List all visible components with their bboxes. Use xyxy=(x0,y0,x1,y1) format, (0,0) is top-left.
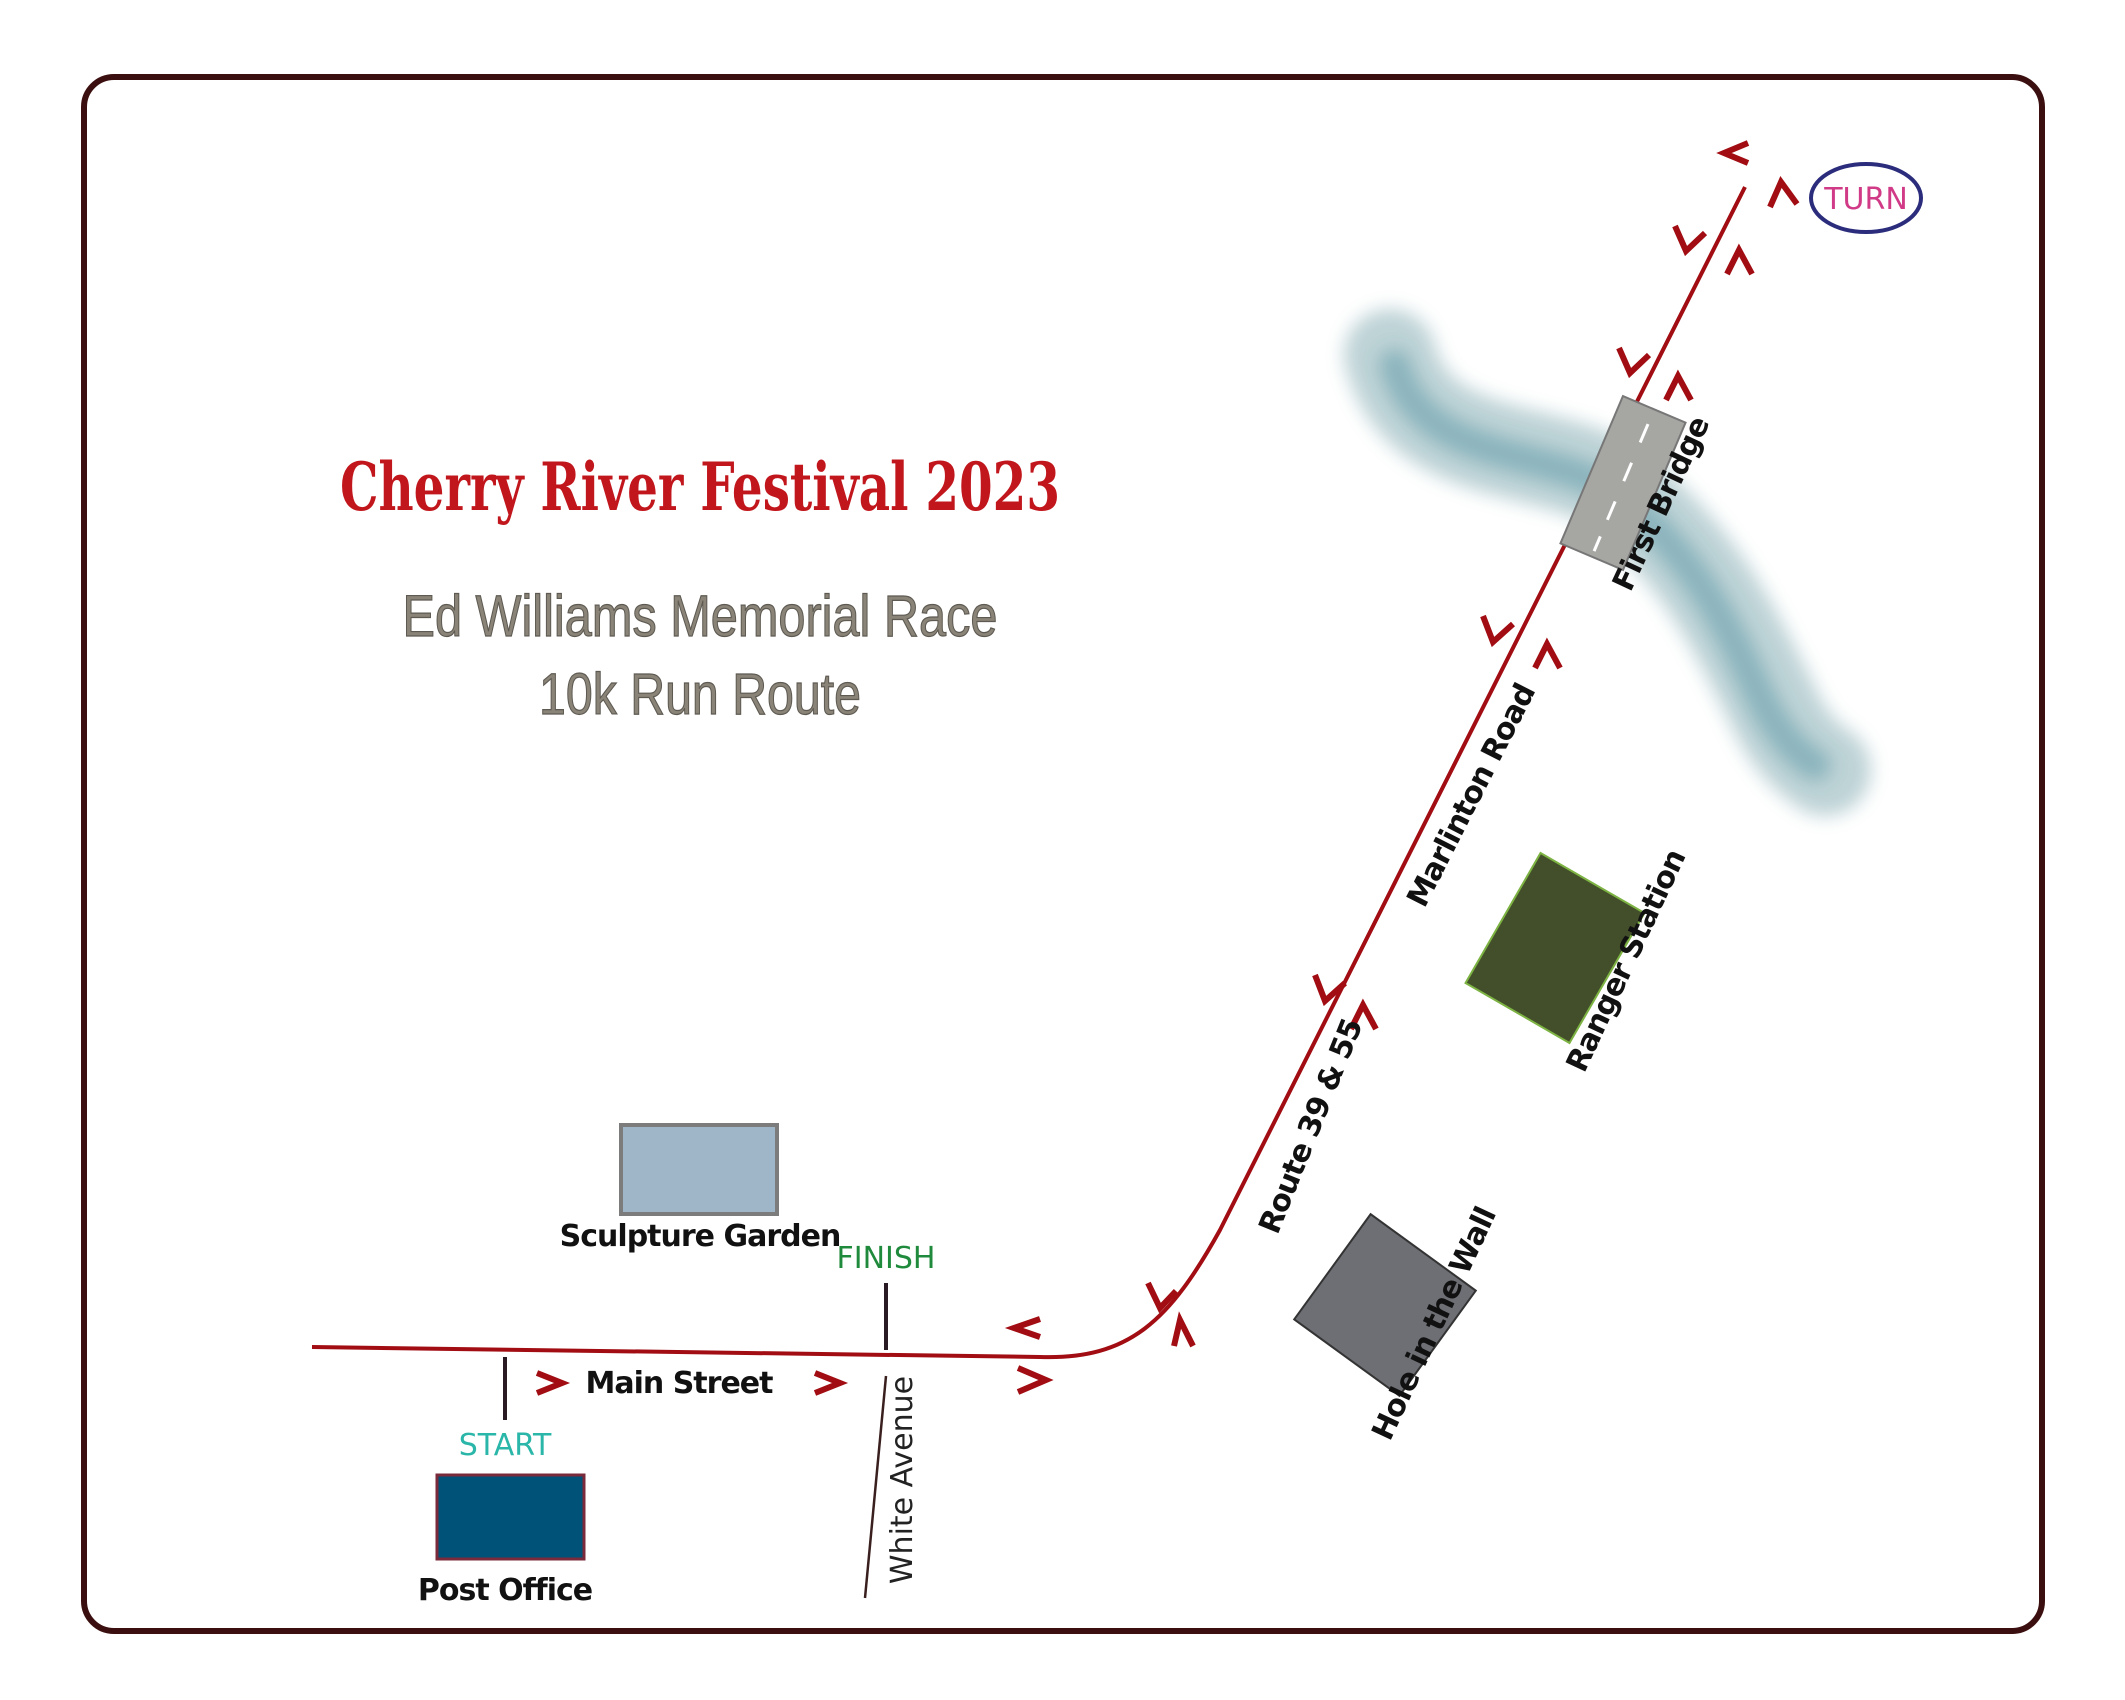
direction-arrow xyxy=(1171,1311,1196,1348)
direction-arrow xyxy=(1016,1365,1054,1395)
direction-arrow xyxy=(1672,224,1708,257)
direction-arrow xyxy=(1532,637,1563,670)
map-subtitle-line2: 10k Run Route xyxy=(539,662,861,727)
direction-arrow xyxy=(813,1370,849,1396)
bridge-lane-dash xyxy=(1638,423,1650,444)
direction-arrow xyxy=(1480,614,1516,648)
post-office-building xyxy=(435,1473,586,1561)
main-street-label: Main Street xyxy=(586,1366,774,1401)
first-bridge xyxy=(1559,394,1687,572)
map-frame xyxy=(81,74,2045,1634)
sculpture-garden-label: Sculpture Garden xyxy=(560,1219,841,1254)
direction-arrow xyxy=(1616,346,1652,379)
direction-arrow xyxy=(1004,1316,1041,1340)
ranger-station-building xyxy=(1464,851,1646,1045)
turn-badge xyxy=(1809,162,1923,234)
direction-arrow xyxy=(1312,973,1348,1007)
direction-arrow xyxy=(1145,1281,1179,1314)
white-avenue-line xyxy=(863,1375,888,1599)
post-office-label: Post Office xyxy=(418,1573,592,1608)
hole-in-the-wall-shape xyxy=(1292,1212,1478,1398)
direction-arrow xyxy=(1348,998,1379,1031)
river xyxy=(1344,309,1871,816)
river-inner xyxy=(1379,349,1831,781)
race-route-line xyxy=(311,186,1747,1360)
bridge-lane-dash xyxy=(1605,500,1617,521)
finish-marker: FINISH xyxy=(837,1241,936,1276)
bridge-lane-dash xyxy=(1592,535,1602,552)
start-marker: START xyxy=(459,1428,552,1463)
bridge-lane-dash xyxy=(1622,462,1633,482)
direction-arrow xyxy=(535,1370,571,1396)
map-subtitle-line1: Ed Williams Memorial Race xyxy=(403,584,998,649)
map-title: Cherry River Festival 2023 xyxy=(340,448,1060,526)
direction-arrow xyxy=(1767,176,1800,209)
direction-arrow xyxy=(1724,243,1755,276)
direction-arrows xyxy=(535,140,1800,1396)
turn-label: TURN xyxy=(1823,182,1908,217)
ranger-station-shape xyxy=(1464,851,1646,1045)
sculpture-garden-building xyxy=(619,1123,779,1216)
white-avenue-label: White Avenue xyxy=(885,1376,920,1584)
direction-arrow xyxy=(1716,140,1750,166)
hole-in-the-wall-building xyxy=(1292,1212,1478,1398)
bridge-deck xyxy=(1559,394,1687,572)
direction-arrow xyxy=(1663,369,1694,402)
